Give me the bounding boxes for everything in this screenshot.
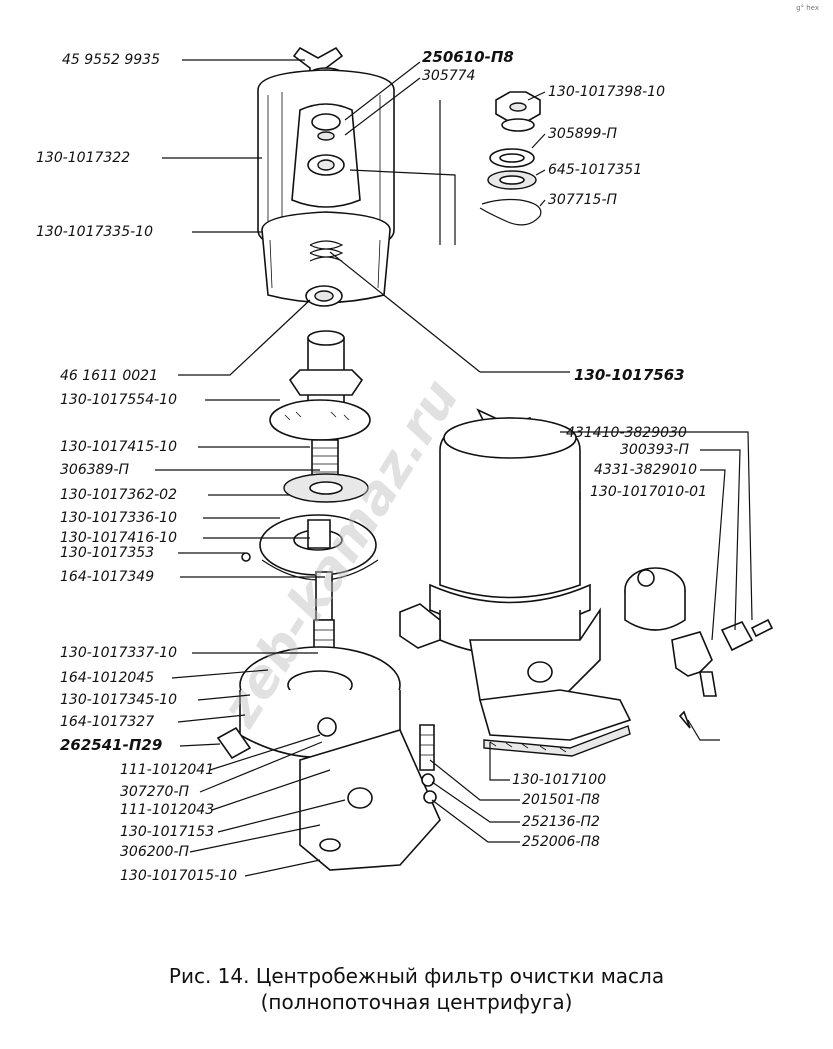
label-130-1017415-10: 130-1017415-10	[60, 439, 177, 455]
right-assembly-drawing	[399, 408, 774, 757]
label-130-1017416-10: 130-1017416-10	[60, 530, 177, 546]
label-130-1017554-10: 130-1017554-10	[60, 392, 177, 408]
label-130-1017337-10: 130-1017337-10	[60, 645, 177, 661]
label-306200-p: 306200-П	[120, 844, 189, 860]
corner-mark: g° hex	[796, 4, 819, 12]
label-130-1017398-10: 130-1017398-10	[548, 84, 665, 100]
label-305899-p: 305899-П	[548, 126, 617, 142]
label-130-1017345-10: 130-1017345-10	[60, 692, 177, 708]
label-431410-3829030: 431410-3829030	[566, 425, 687, 441]
label-130-1017100: 130-1017100	[512, 772, 606, 788]
top-right-parts	[479, 91, 542, 226]
label-130-1017336-10: 130-1017336-10	[60, 510, 177, 526]
label-130-1017153: 130-1017153	[120, 824, 214, 840]
label-250610-p8: 250610-П8	[422, 48, 514, 66]
label-4331-3829010: 4331-3829010	[594, 462, 697, 478]
label-130-1017335-10: 130-1017335-10	[36, 224, 153, 240]
caption-title: Рис. 14. Центробежный фильтр очистки мас…	[168, 964, 665, 988]
label-201501-p8: 201501-П8	[522, 792, 600, 808]
label-307270-p: 307270-П	[120, 784, 189, 800]
label-45-9552-9935: 45 9552 9935	[62, 52, 160, 68]
label-130-1017563: 130-1017563	[574, 366, 685, 384]
label-130-1017353: 130-1017353	[60, 545, 154, 561]
label-164-1012045: 164-1012045	[60, 670, 154, 686]
label-130-1017015-10: 130-1017015-10	[120, 868, 237, 884]
label-252136-p2: 252136-П2	[522, 814, 600, 830]
caption-subtitle: (полнопоточная центрифуга)	[260, 990, 573, 1014]
left-assembly-drawing	[216, 46, 441, 871]
label-305774: 305774	[422, 68, 475, 84]
label-300393-p: 300393-П	[620, 442, 689, 458]
label-46-1611-0021: 46 1611 0021	[60, 368, 158, 384]
label-252006-p8: 252006-П8	[522, 834, 600, 850]
label-645-1017351: 645-1017351	[548, 162, 642, 178]
label-130-1017362-02: 130-1017362-02	[60, 487, 177, 503]
label-111-1012041: 111-1012041	[120, 762, 214, 778]
label-307715-p: 307715-П	[548, 192, 617, 208]
part-labels: 45 9552 9935 250610-П8 305774 130-101739…	[36, 48, 707, 884]
label-130-1017322: 130-1017322	[36, 150, 130, 166]
label-164-1017349: 164-1017349	[60, 569, 154, 585]
label-130-1017010-01: 130-1017010-01	[590, 484, 707, 500]
label-262541-p29: 262541-П29	[60, 736, 162, 754]
label-111-1012043: 111-1012043	[120, 802, 214, 818]
label-306389-p: 306389-П	[60, 462, 129, 478]
leader-lines	[155, 59, 753, 877]
label-164-1017327: 164-1017327	[60, 714, 154, 730]
